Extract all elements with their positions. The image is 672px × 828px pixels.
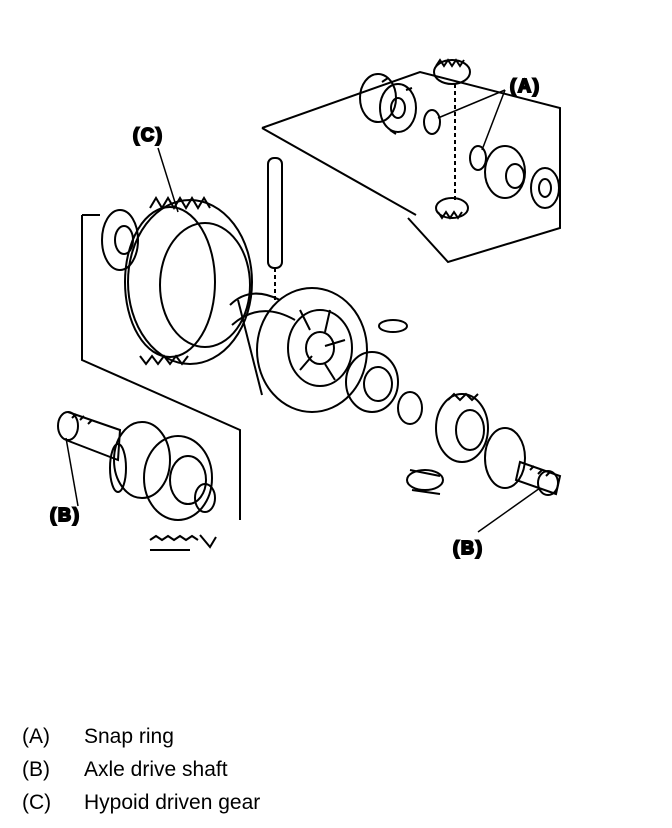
side-gear-right <box>469 145 560 209</box>
callout-b-left: (B) <box>50 505 81 525</box>
side-bearing-right <box>345 351 423 425</box>
legend-row: (A) Snap ring <box>22 720 260 753</box>
axle-drive-shaft-right <box>514 460 562 496</box>
differential-case <box>229 287 408 413</box>
leader-lines <box>65 89 541 533</box>
parts-legend: (A) Snap ring (B) Axle drive shaft (C) H… <box>22 720 260 819</box>
pinion-gear-top <box>433 58 471 200</box>
legend-row: (B) Axle drive shaft <box>22 753 260 786</box>
oil-seal-left <box>149 534 217 551</box>
legend-key: (A) <box>22 724 50 748</box>
snap-ring-right <box>484 427 526 489</box>
hypoid-driven-gear <box>101 196 253 366</box>
callout-b-right: (B) <box>453 538 484 558</box>
left-bracket-frame <box>81 214 241 520</box>
side-gear-upper <box>359 73 417 135</box>
callout-c: (C) <box>133 125 164 145</box>
legend-key: (B) <box>22 757 50 781</box>
legend-row: (C) Hypoid driven gear <box>22 786 260 819</box>
legend-text: Axle drive shaft <box>84 757 228 781</box>
oil-seal-right <box>406 469 444 495</box>
side-retainer-right <box>435 392 489 463</box>
upper-gear-set-frame <box>261 70 561 264</box>
pinion-shaft <box>267 157 283 300</box>
snap-ring-upper <box>423 109 441 135</box>
legend-text: Hypoid driven gear <box>84 790 261 814</box>
side-retainer-left <box>109 421 216 521</box>
pinion-gear-bottom <box>435 197 469 220</box>
axle-drive-shaft-left <box>57 411 122 462</box>
exploded-differential-diagram: (C) (A) (B) (B) <box>49 58 562 559</box>
legend-text: Snap ring <box>84 724 174 748</box>
callout-a: (A) <box>510 76 541 96</box>
legend-key: (C) <box>22 790 52 814</box>
